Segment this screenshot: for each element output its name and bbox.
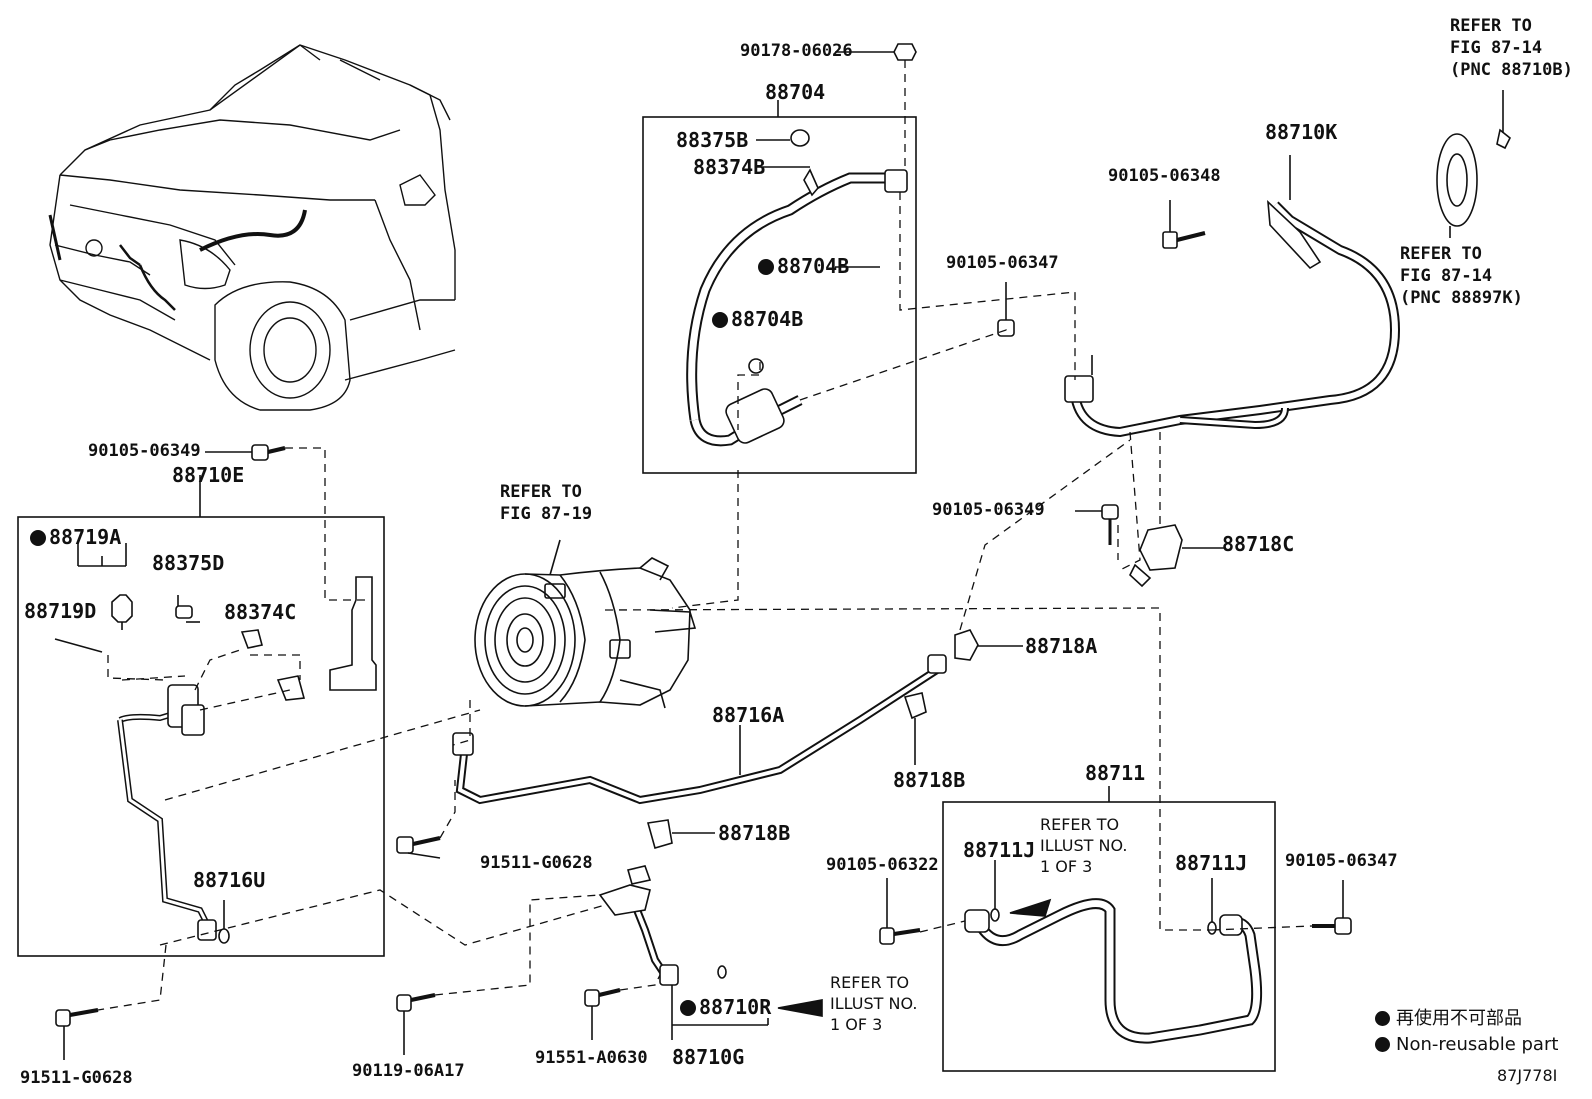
label-90119-06A17: 90119-06A17 xyxy=(352,1061,465,1081)
label-90105-06347-top: 90105-06347 xyxy=(946,253,1059,273)
label-91511-G0628-left: 91511-G0628 xyxy=(20,1068,133,1088)
label-90105-06349-right: 90105-06349 xyxy=(932,500,1045,520)
label-88711J-1: 88711J xyxy=(963,838,1036,862)
refer-illust-1-of-3-a: REFER TO ILLUST NO. 1 OF 3 xyxy=(1040,815,1128,876)
non-reusable-dot-icon xyxy=(1375,1037,1390,1052)
compressor-illustration xyxy=(474,557,697,709)
refer-fig-87-14-pnc-88897K: REFER TO FIG 87-14 (PNC 88897K) xyxy=(1400,244,1523,308)
label-88719D: 88719D xyxy=(24,599,97,623)
label-88718B-2: 88718B xyxy=(718,821,791,845)
bolt-90105-06348 xyxy=(1162,231,1206,249)
label-88716U: 88716U xyxy=(193,868,266,892)
label-88375B: 88375B xyxy=(676,128,749,152)
label-90178-06026: 90178-06026 xyxy=(740,41,853,61)
refer-fig-87-19: REFER TO FIG 87-19 xyxy=(500,482,593,524)
label-90105-06348: 90105-06348 xyxy=(1108,166,1221,186)
label-88710K: 88710K xyxy=(1265,120,1338,144)
label-88718B-1: 88718B xyxy=(893,768,966,792)
non-reusable-dot-icon xyxy=(758,259,774,275)
bolt-90105-06349-right xyxy=(1101,504,1119,545)
bolt-90105-06347-right xyxy=(1312,917,1352,935)
box-88704 xyxy=(642,116,917,474)
label-88704B-2: 88704B xyxy=(712,309,803,329)
refer-fig-87-14-pnc-88710B: REFER TO FIG 87-14 (PNC 88710B) xyxy=(1450,16,1573,80)
label-90105-06349-left: 90105-06349 xyxy=(88,441,201,461)
label-88710E: 88710E xyxy=(172,463,245,487)
label-88718C: 88718C xyxy=(1222,532,1295,556)
label-88704: 88704 xyxy=(765,80,826,104)
legend-non-reusable-ja: 再使用不可部品 xyxy=(1375,1010,1522,1028)
label-88719A: 88719A xyxy=(30,527,121,547)
label-88711: 88711 xyxy=(1085,761,1146,785)
bolt-91511-G0628-mid xyxy=(396,836,441,854)
bolt-90119-06A17 xyxy=(396,993,436,1012)
non-reusable-dot-icon xyxy=(712,312,728,328)
label-88704B-1: 88704B xyxy=(758,256,849,276)
diagram-code: 87J778I xyxy=(1497,1066,1558,1085)
bolt-90105-06322 xyxy=(879,927,921,945)
label-88375D: 88375D xyxy=(152,551,225,575)
label-88374C: 88374C xyxy=(224,600,297,624)
non-reusable-dot-icon xyxy=(30,530,46,546)
label-90105-06322: 90105-06322 xyxy=(826,855,939,875)
non-reusable-dot-icon xyxy=(680,1000,696,1016)
bolt-90105-06349-left xyxy=(251,444,286,461)
label-91551-A0630: 91551-A0630 xyxy=(535,1048,648,1068)
label-88374B: 88374B xyxy=(693,155,766,179)
legend-non-reusable-en: Non-reusable part xyxy=(1375,1036,1558,1054)
bolt-91551-A0630 xyxy=(584,988,621,1007)
vehicle-illustration xyxy=(48,44,456,411)
label-88711J-2: 88711J xyxy=(1175,851,1248,875)
label-88718A: 88718A xyxy=(1025,634,1098,658)
label-88716A: 88716A xyxy=(712,703,785,727)
box-88710E xyxy=(17,516,385,957)
label-88710R: 88710R xyxy=(680,997,771,1017)
non-reusable-dot-icon xyxy=(1375,1011,1390,1026)
label-88710G: 88710G xyxy=(672,1045,745,1069)
bolt-91511-G0628-left xyxy=(55,1008,99,1027)
refer-illust-1-of-3-b: REFER TO ILLUST NO. 1 OF 3 xyxy=(830,973,918,1034)
label-91511-G0628-mid: 91511-G0628 xyxy=(480,853,593,873)
label-90105-06347-right: 90105-06347 xyxy=(1285,851,1398,871)
